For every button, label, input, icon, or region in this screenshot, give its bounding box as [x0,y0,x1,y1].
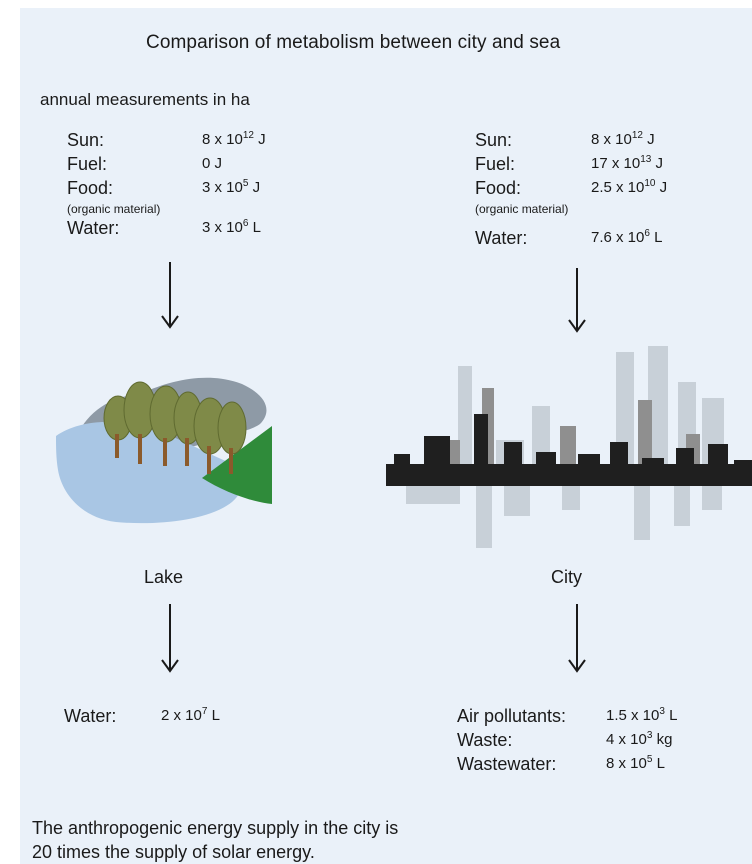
city-input-arrow-down-icon [568,268,586,333]
city-input-exponent-water: 6 [644,228,650,239]
lake-input-label-fuel: Fuel: [67,154,108,174]
lake-caption: Lake [144,567,184,587]
lake-input-value-sun: 8 x 1012 J [202,130,266,149]
lake-input-exponent-food: 5 [242,178,249,189]
city-input-value-sun: 8 x 1012 J [591,130,655,149]
lake-trunk-group [115,434,233,474]
city-input-label-sun: Sun: [475,130,513,150]
lake-input-unit-water: L [248,219,261,236]
city-input-unit-fuel: J [651,155,664,172]
lake-output-exponent-water: 7 [201,706,208,717]
city-output-value-waste: 4 x 103 kg [606,730,673,749]
lake-input-mantissa-fuel: 0 J [202,155,223,172]
lake-illustration [56,377,272,524]
city-input-exponent-fuel: 13 [640,154,652,165]
lake-input-unit-food: J [248,179,261,196]
footnote-line-1: The anthropogenic energy supply in the c… [32,818,399,838]
lake-tree-group [103,381,247,455]
city-output-value-air-pollutants: 1.5 x 103 L [606,706,678,725]
city-input-unit-water: L [649,229,663,246]
lake-output-arrow-down-icon [161,604,179,673]
lake-output-unit-water: L [207,707,220,724]
city-output-arrow-down-icon [568,604,586,673]
city-food-note: (organic material) [475,202,569,216]
city-input-mantissa-sun: 8 x 10 [591,131,632,148]
lake-input-label-water: Water: [67,218,120,238]
city-input-value-food: 2.5 x 1010 J [591,178,668,197]
lake-output-mantissa-water: 2 x 10 [161,707,202,724]
lake-input-value-food: 3 x 105 J [202,178,261,197]
city-input-exponent-food: 10 [644,178,656,189]
city-input-value-fuel: 17 x 1013 J [591,154,664,173]
lake-grass-shape [202,426,272,504]
lake-input-arrow-down-icon [161,262,179,329]
lake-input-label-sun: Sun: [67,130,105,150]
city-input-value-water: 7.6 x 106 L [591,228,663,247]
city-input-unit-food: J [655,179,668,196]
city-input-mantissa-fuel: 17 x 10 [591,155,641,172]
city-input-mantissa-food: 2.5 x 10 [591,179,645,196]
footnote-line-2: 20 times the supply of solar energy. [32,842,315,862]
lake-input-unit-sun: J [254,131,266,148]
city-output-label-air-pollutants: Air pollutants: [457,706,567,726]
lake-water-shape [56,421,243,524]
city-output-exponent-waste: 3 [646,730,653,741]
city-output-mantissa-waste: 4 x 10 [606,731,647,748]
lake-input-exponent-water: 6 [242,218,249,229]
city-input-unit-sun: J [643,131,655,148]
city-output-unit-air-pollutants: L [664,707,678,724]
lake-output-value-water: 2 x 107 L [161,706,220,725]
city-input-label-food: Food: [475,178,522,198]
city-caption: City [551,567,582,587]
lake-input-value-water: 3 x 106 L [202,218,261,237]
city-output-exponent-wastewater: 5 [646,754,653,765]
city-output-value-wastewater: 8 x 105 L [606,754,665,773]
lake-input-mantissa-sun: 8 x 10 [202,131,243,148]
city-input-label-water: Water: [475,228,528,248]
city-input-exponent-sun: 12 [631,130,643,141]
diagram-subtitle: annual measurements in ha [40,90,250,109]
lake-output-label-water: Water: [64,706,117,726]
lake-input-value-fuel: 0 J [202,155,222,172]
city-input-mantissa-water: 7.6 x 10 [591,229,645,246]
lake-input-exponent-sun: 12 [242,130,254,141]
city-output-unit-waste: kg [652,731,673,748]
city-input-label-fuel: Fuel: [475,154,516,174]
city-output-exponent-air-pollutants: 3 [659,706,665,717]
lake-input-mantissa-food: 3 x 10 [202,179,243,196]
diagram-title: Comparison of metabolism between city an… [146,32,561,53]
city-output-unit-wastewater: L [652,755,665,772]
city-reflection [406,486,722,548]
city-output-mantissa-air-pollutants: 1.5 x 10 [606,707,660,724]
city-output-mantissa-wastewater: 8 x 10 [606,755,647,772]
city-foreground-towers [386,414,752,486]
lake-input-label-food: Food: [67,178,114,198]
city-skyline-illustration [386,346,752,548]
lake-input-mantissa-water: 3 x 10 [202,219,243,236]
city-output-label-waste: Waste: [457,730,513,750]
city-output-label-wastewater: Wastewater: [457,754,557,774]
lake-food-note: (organic material) [67,202,161,216]
